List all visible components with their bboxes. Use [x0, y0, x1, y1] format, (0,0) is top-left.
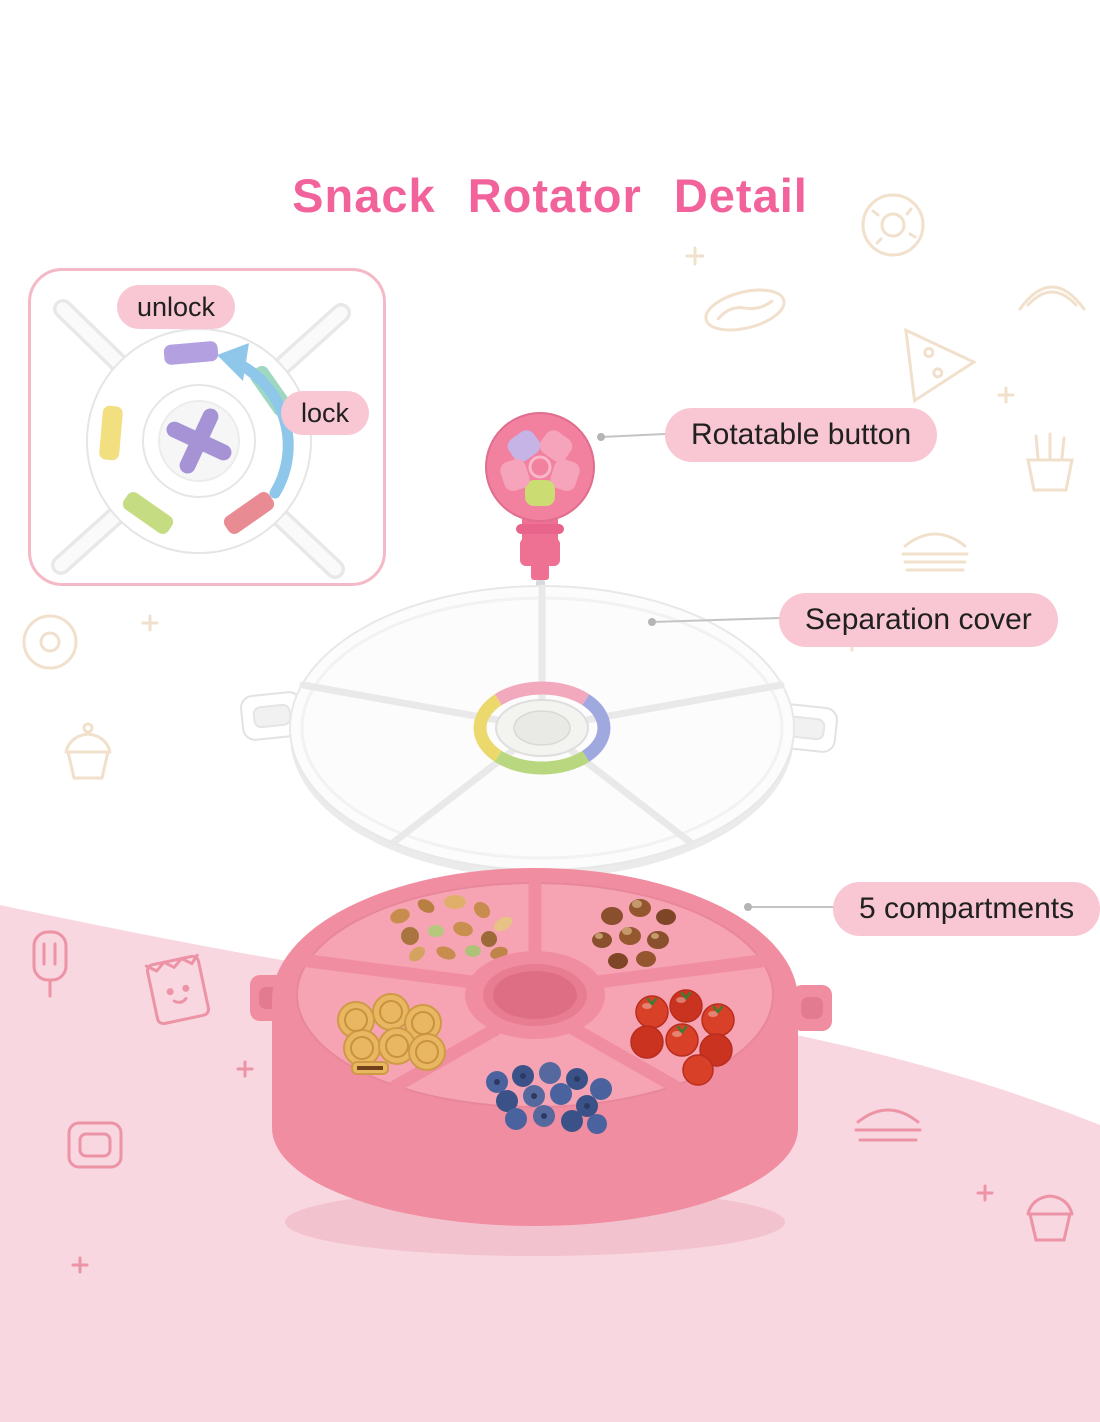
callout-line-rotatable-button [600, 433, 666, 438]
callout-pill-separation-cover: Separation cover [779, 593, 1058, 647]
doodle-donut-left-icon [22, 614, 78, 670]
rotatable-button-graphic [485, 412, 595, 591]
detail-inset: unlock lock [28, 268, 386, 586]
button-petal-green [525, 480, 555, 506]
callout-lines [600, 433, 834, 908]
doodle-donut-icon [861, 193, 925, 257]
button-petal-pink-2 [550, 459, 580, 491]
callout-line-separation-cover [651, 617, 781, 623]
container-handle-right [792, 985, 832, 1031]
doodle-cupcake-pink-icon [1026, 1194, 1074, 1242]
doodle-snack-bag-icon [144, 953, 211, 1026]
callout-dots [597, 433, 752, 911]
food-cookies [337, 993, 446, 1075]
doodle-sparkles-pink-icon [71, 1060, 994, 1274]
doodle-pizza-icon [904, 327, 977, 404]
lock-label: lock [281, 391, 370, 436]
doodle-toast-icon [67, 1121, 123, 1169]
food-blueberries [486, 1062, 612, 1134]
page-title: Snack Rotator Detail [292, 169, 808, 222]
snack-container-graphic [250, 868, 832, 1256]
cover-center-ring [473, 681, 611, 775]
doodle-popsicle-icon [32, 930, 68, 998]
container-center-hub [465, 951, 605, 1039]
food-mixed-nuts [390, 895, 513, 962]
button-petal-lavender [507, 430, 541, 462]
doodle-burger-pink-icon [854, 1108, 922, 1142]
button-head [485, 412, 595, 522]
lock-mechanism-graphic [51, 299, 351, 579]
knob-x-handle [166, 408, 232, 474]
doodle-croissant-icon [1018, 285, 1086, 311]
food-cherry-tomatoes [630, 989, 735, 1086]
doodle-burger-icon [901, 532, 969, 572]
callout-pill-compartments: 5 compartments [833, 882, 1100, 936]
separation-cover-graphic [240, 584, 838, 878]
unlock-label: unlock [117, 285, 236, 330]
container-dividers [302, 878, 768, 1093]
doodle-hotdog-icon [704, 288, 786, 332]
food-hazelnuts [592, 899, 676, 969]
callout-pill-rotatable-button: Rotatable button [665, 408, 938, 462]
button-petal-pink-1 [539, 430, 573, 462]
doodle-cupcake-icon [64, 722, 112, 780]
doodle-fries-icon [1026, 432, 1074, 492]
button-petal-pink-3 [500, 459, 530, 491]
